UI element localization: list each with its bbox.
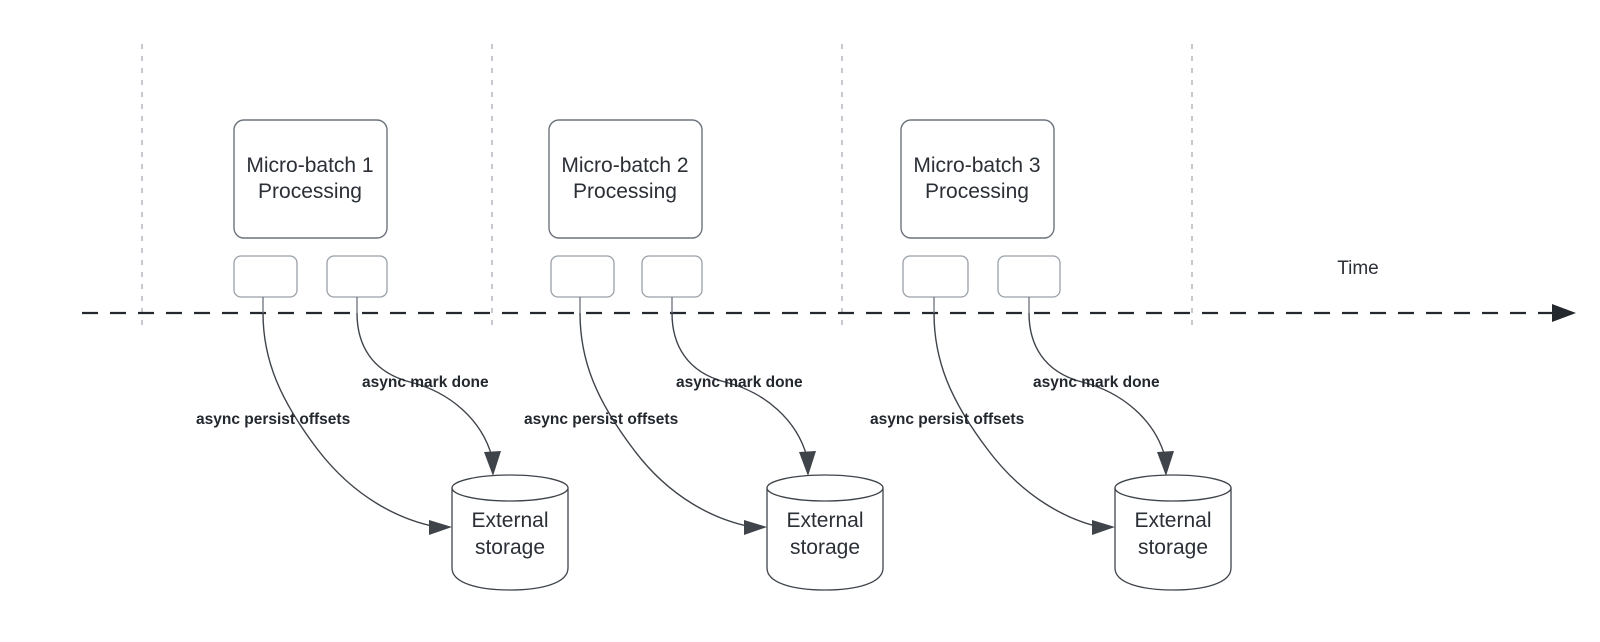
- microbatch-2-label-line2: Processing: [573, 180, 677, 203]
- external-storage-3-top: [1114, 474, 1232, 502]
- external-storage-1-label-line2: storage: [475, 536, 545, 559]
- external-storage-3-label-line1: External: [1134, 509, 1211, 532]
- external-storage-1-label-line1: External: [471, 509, 548, 532]
- microbatch-1-label-line2: Processing: [258, 180, 362, 203]
- microbatch-2-label-line1: Micro-batch 2: [561, 154, 688, 177]
- microbatch-3-persist-task-box[interactable]: [902, 255, 969, 298]
- external-storage-1-body: [451, 487, 569, 591]
- microbatch-3-label-line1: Micro-batch 3: [913, 154, 1040, 177]
- microbatch-3-persist-arrowhead: [1092, 520, 1115, 535]
- external-storage-3-body: [1114, 487, 1232, 591]
- time-axis-label: Time: [1337, 258, 1379, 279]
- microbatch-1-mark-arrow: [356, 312, 493, 458]
- microbatch-2-persist-arrow: [579, 312, 753, 528]
- microbatch-1-process-box[interactable]: [233, 119, 388, 239]
- microbatch-3-persist-arrow: [933, 312, 1101, 528]
- time-axis-arrowhead: [1552, 304, 1576, 322]
- microbatch-2-persist-label: async persist offsets: [524, 411, 678, 428]
- group-2: Micro-batch 2 Processing async persist o…: [524, 119, 884, 591]
- microbatch-3-mark-label: async mark done: [1033, 374, 1160, 391]
- microbatch-2-persist-arrowhead: [744, 520, 767, 535]
- external-storage-2-label-line2: storage: [790, 536, 860, 559]
- microbatch-1-persist-label: async persist offsets: [196, 411, 350, 428]
- group-3: Micro-batch 3 Processing async persist o…: [870, 119, 1232, 591]
- microbatch-3-mark-arrow: [1028, 312, 1166, 458]
- microbatch-3-label-line2: Processing: [925, 180, 1029, 203]
- microbatch-1-mark-task-box[interactable]: [326, 255, 388, 298]
- microbatch-3-mark-arrowhead: [1157, 451, 1174, 476]
- time-axis: Time: [82, 258, 1576, 322]
- microbatch-2-mark-label: async mark done: [676, 374, 803, 391]
- external-storage-2-label-line1: External: [786, 509, 863, 532]
- microbatch-2-mark-arrowhead: [799, 451, 816, 476]
- microbatch-1-persist-arrow: [262, 312, 438, 528]
- microbatch-1-persist-arrowhead: [429, 520, 452, 535]
- microbatch-3-persist-label: async persist offsets: [870, 411, 1024, 428]
- external-storage-1[interactable]: External storage: [451, 474, 569, 591]
- microbatch-2-persist-task-box[interactable]: [550, 255, 615, 298]
- external-storage-1-top: [451, 474, 569, 502]
- microbatch-3-mark-task-box[interactable]: [997, 255, 1061, 298]
- microbatch-2-mark-task-box[interactable]: [641, 255, 703, 298]
- microbatch-1-mark-label: async mark done: [362, 374, 489, 391]
- microbatch-1-label-line1: Micro-batch 1: [246, 154, 373, 177]
- external-storage-2[interactable]: External storage: [766, 474, 884, 591]
- external-storage-2-body: [766, 487, 884, 591]
- external-storage-3-label-line2: storage: [1138, 536, 1208, 559]
- external-storage-3[interactable]: External storage: [1114, 474, 1232, 591]
- microbatch-2-process-box[interactable]: [548, 119, 703, 239]
- group-1: Micro-batch 1 Processing async persist o…: [196, 119, 569, 591]
- microbatch-1-mark-arrowhead: [484, 451, 501, 476]
- external-storage-2-top: [766, 474, 884, 502]
- microbatch-1-persist-task-box[interactable]: [233, 255, 298, 298]
- microbatch-2-mark-arrow: [671, 312, 808, 458]
- microbatch-3-process-box[interactable]: [900, 119, 1055, 239]
